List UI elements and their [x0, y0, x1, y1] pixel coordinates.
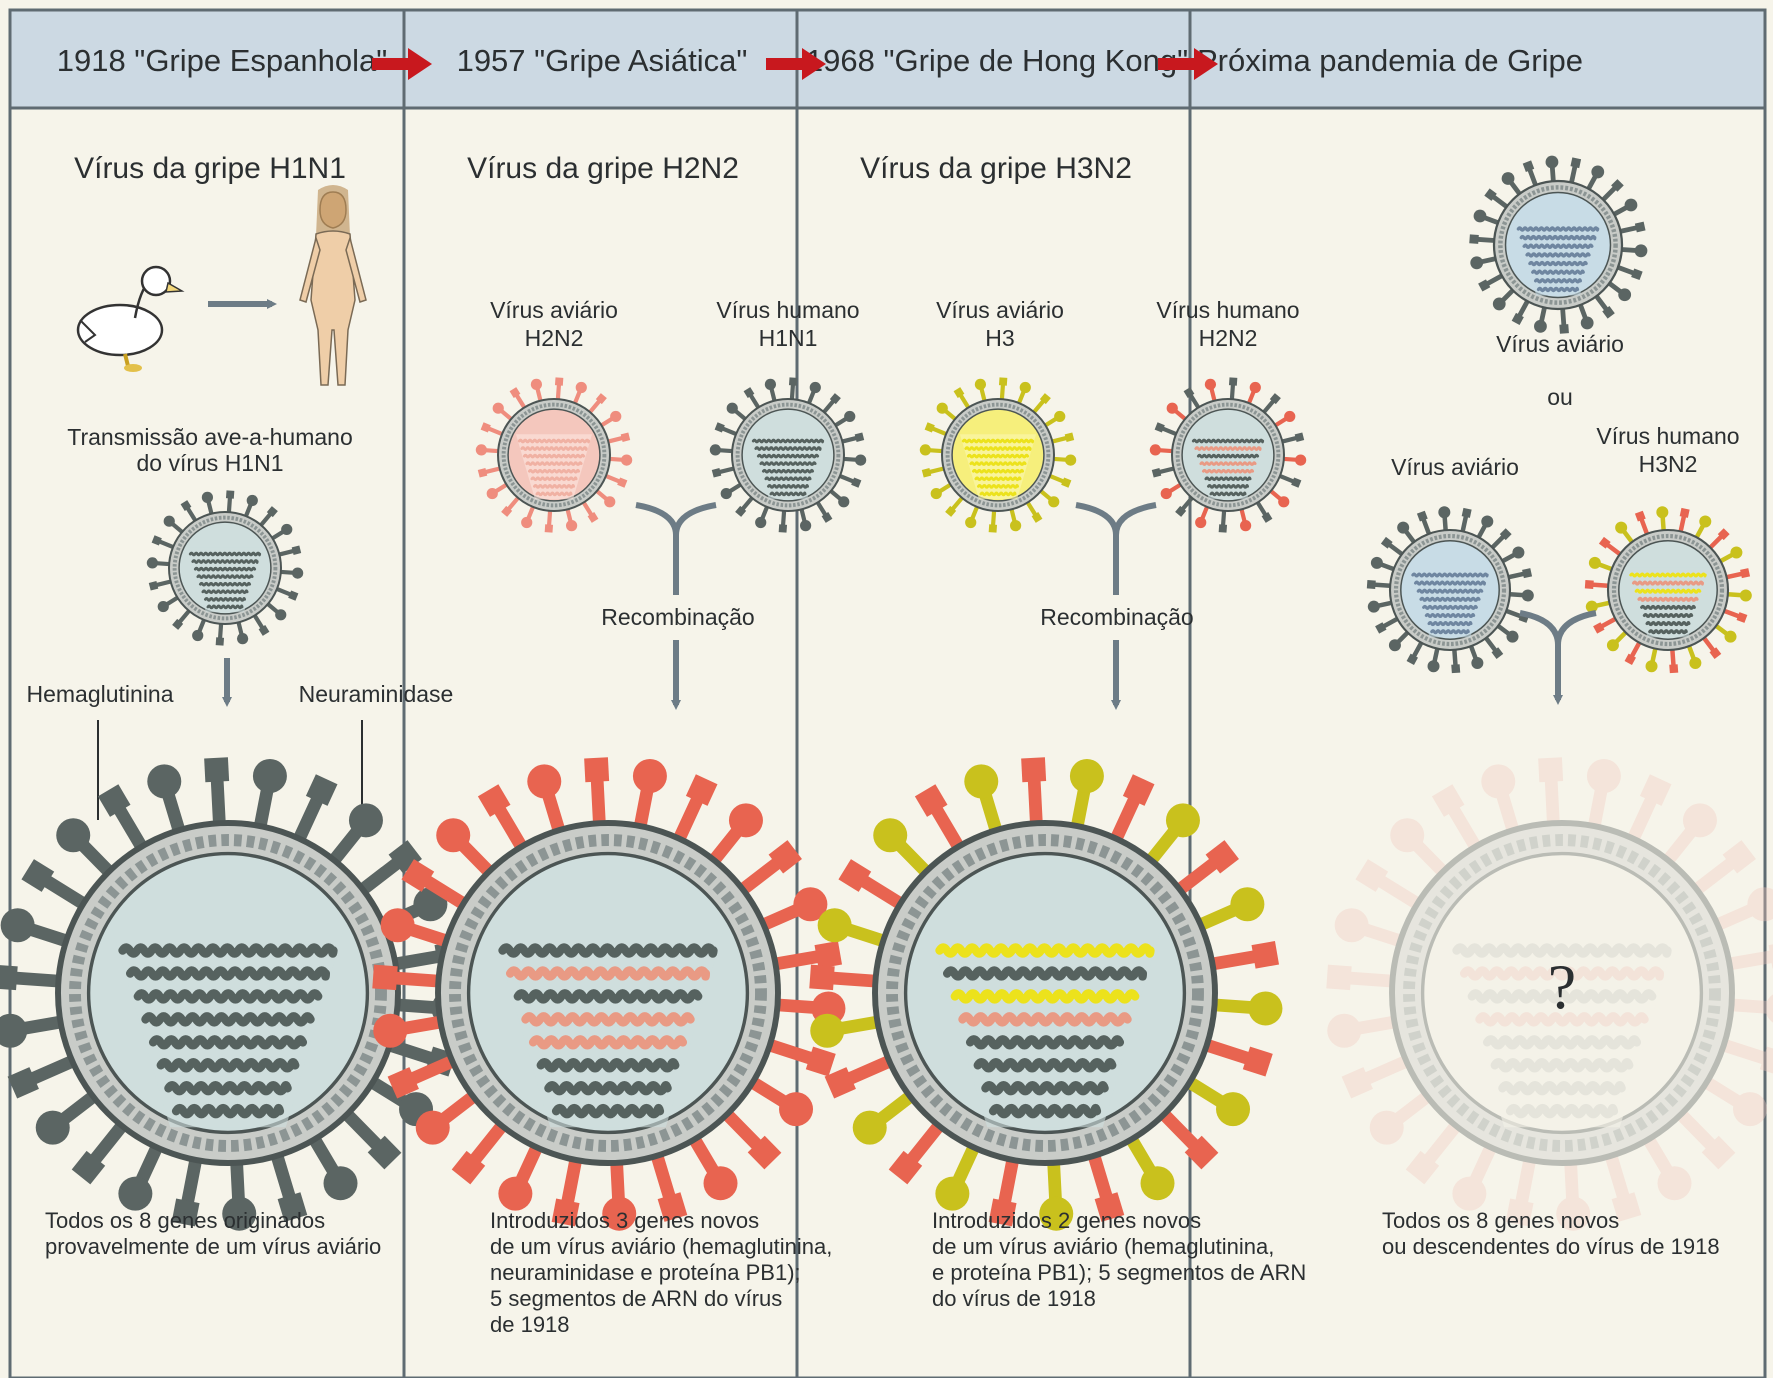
neuraminidase-label: Neuraminidase	[299, 681, 454, 707]
virus-h3n2-large-icon	[809, 757, 1282, 1230]
question-mark-icon: ?	[1548, 951, 1576, 1022]
panel-1-title: Vírus da gripe H1N1	[74, 152, 346, 185]
panel-3-frame	[797, 10, 1190, 1378]
avian-virus-top-label: Vírus aviário	[1496, 331, 1624, 357]
virus-human-h2n2-icon	[1150, 377, 1306, 532]
merge-bracket-4	[1520, 613, 1596, 645]
avian-virus-left-label: Vírus aviário	[1391, 454, 1519, 480]
hemagglutinin-label: Hemaglutinina	[26, 681, 173, 707]
recombination-label-2: Recombinação	[601, 604, 754, 630]
virus-h1n1-small-icon	[147, 490, 303, 645]
human-figure-icon	[300, 185, 366, 385]
virus-avian-h3-icon	[920, 377, 1076, 532]
panel-3-title: Vírus da gripe H3N2	[860, 152, 1132, 185]
panel-1-header: 1918 "Gripe Espanhola"	[57, 43, 388, 78]
panel-2-title: Vírus da gripe H2N2	[467, 152, 739, 185]
virus-human-h3n2-icon	[1585, 506, 1752, 673]
virus-avian-h2n2-icon	[476, 377, 632, 532]
panel-3-header: 1968 "Gripe de Hong Kong"	[806, 43, 1188, 78]
recombination-label-3: Recombinação	[1040, 604, 1193, 630]
panel-4-header: Próxima pandemia de Gripe	[1197, 43, 1583, 78]
virus-avian-left-icon	[1367, 506, 1534, 673]
merge-bracket-2	[636, 505, 716, 535]
or-label: ou	[1547, 384, 1573, 410]
merge-bracket-3	[1076, 505, 1156, 535]
virus-h1n1-large-icon	[0, 757, 465, 1230]
panel-2-header: 1957 "Gripe Asiática"	[457, 43, 748, 78]
duck-icon	[78, 267, 182, 372]
virus-h2n2-large-icon	[372, 757, 845, 1230]
virus-avian-top-icon	[1469, 156, 1647, 334]
virus-human-h1n1-icon	[710, 377, 866, 532]
